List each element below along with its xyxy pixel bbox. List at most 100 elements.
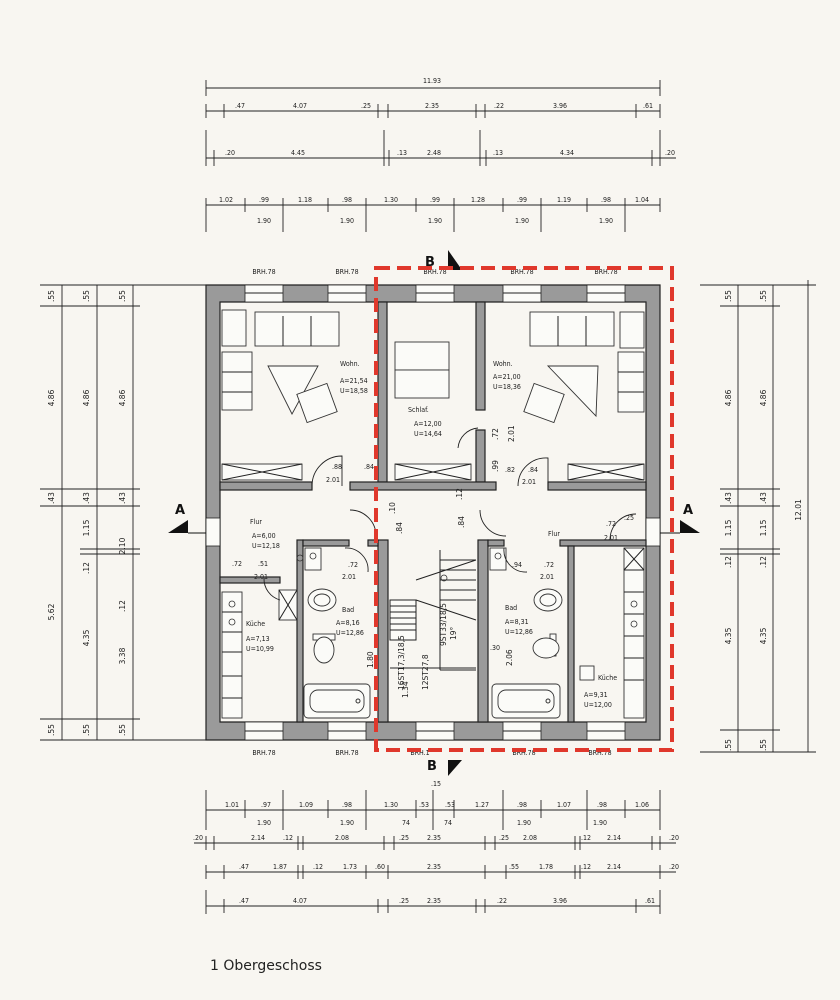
door-label-d6b: 2.01 — [522, 478, 536, 486]
left-dimensions: .55 4.86 .43 5.62 .55 .55 4.86 .43 1.15 … — [40, 284, 206, 741]
dim-bottom-r1-2: 1.09 — [299, 801, 313, 809]
doors — [263, 427, 637, 601]
dim-left-c2-2: .43 — [82, 492, 91, 504]
door-label-d20: 1.34 — [401, 681, 410, 698]
stair-label-3: 9ST33/18,5 — [439, 603, 448, 646]
dim-left-c2-4: .12 — [82, 562, 91, 574]
dim-bottom-r4-7: 1.78 — [539, 863, 553, 871]
dim-bottom-r1-top: .15 — [431, 780, 441, 788]
dim-top-r1-4: .22 — [494, 102, 504, 110]
dim-right-c1-6: .55 — [724, 739, 733, 751]
dim-top-r3-3: .98 — [342, 196, 352, 204]
dim-top-r3-6: 1.28 — [471, 196, 485, 204]
dim-right-c1-4: .12 — [724, 556, 733, 568]
dim-top-r2-3: 2.48 — [427, 149, 441, 157]
room-schlaf-area: A=12,00 — [414, 420, 442, 428]
dim-bottom-r1-6: .53 — [445, 801, 455, 809]
dim-bottom-r3-10: .20 — [669, 834, 679, 842]
dim-right-c2-5: 4.35 — [759, 627, 768, 644]
dim-bottom-r4-1: 1.87 — [273, 863, 287, 871]
section-a-left-arrow — [168, 520, 188, 533]
dim-right-c2-3: 1.15 — [759, 519, 768, 536]
door-label-d1b: 2.01 — [326, 476, 340, 484]
room-flur-left-name: Flur — [250, 518, 262, 526]
dim-bottom-r2-0: 1.90 — [257, 819, 271, 827]
door-label-d11: .84 — [457, 516, 466, 528]
room-bad-left-perimeter: U=12,86 — [336, 629, 364, 637]
dim-bottom-r5-4: .22 — [497, 897, 507, 905]
door-label-d21: .30 — [490, 644, 500, 652]
dim-top-r2-0: .20 — [225, 149, 235, 157]
dim-top-r2-6: .20 — [665, 149, 675, 157]
dim-bottom-r3-9: 2.14 — [607, 834, 621, 842]
door-label-d10: .84 — [395, 522, 404, 534]
brh-bottom-3: BRH.78 — [512, 749, 535, 757]
dim-bottom-r4-5: 2.35 — [427, 863, 441, 871]
bottom-dimensions: .15 1.01 .97 1.09 .98 1.30 .53 .53 1.27 … — [193, 780, 679, 914]
dim-left-c2-5: 4.35 — [82, 629, 91, 646]
dim-bottom-r4-3: 1.73 — [343, 863, 357, 871]
brh-labels: BRH.78 BRH.78 BRH.78 BRH.78 BRH.78 BRH.7… — [252, 268, 617, 757]
door-label-d14: .51 — [258, 560, 268, 568]
dim-bottom-r4-8: .12 — [581, 863, 591, 871]
brh-bottom-4: BRH.78 — [588, 749, 611, 757]
dim-bottom-r4-0: .47 — [239, 863, 249, 871]
dim-left-c2-0: .55 — [82, 290, 91, 302]
dim-top-r1-3: 2.35 — [425, 102, 439, 110]
right-dimensions: .55 4.86 .43 1.15 .12 4.35 .55 .55 4.86 … — [700, 280, 816, 753]
dim-bottom-r2-1: 1.90 — [340, 819, 354, 827]
dim-bottom-r5-0: .47 — [239, 897, 249, 905]
room-wohn-right-area: A=21,00 — [493, 373, 521, 381]
room-bad-right-perimeter: U=12,86 — [505, 628, 533, 636]
dim-bottom-r3-3: 2.08 — [335, 834, 349, 842]
brh-top-0: BRH.78 — [252, 268, 275, 276]
door-label-d9: .10 — [388, 502, 397, 514]
section-markers: A A B B — [168, 250, 700, 776]
dim-bottom-r5-5: 3.96 — [553, 897, 567, 905]
dim-right-overall: 12.01 — [794, 499, 803, 521]
room-wohn-left-area: A=21,54 — [340, 377, 368, 385]
room-kueche-right-name: Küche — [598, 674, 617, 682]
dim-bottom-r1-7: 1.27 — [475, 801, 489, 809]
room-labels: Wohn. A=21,54 U=18,58 Schlaf. A=12,00 U=… — [246, 360, 617, 709]
furniture — [221, 309, 645, 719]
dim-top-r3-5: .99 — [430, 196, 440, 204]
section-b-top-label: B — [425, 255, 435, 270]
dim-overall-width: 11.93 — [423, 77, 441, 85]
dim-right-c1-5: 4.35 — [724, 627, 733, 644]
brh-top-3: BRH.78 — [510, 268, 533, 276]
dim-left-c3-0: .55 — [118, 290, 127, 302]
dim-bottom-r1-10: .98 — [597, 801, 607, 809]
dim-bottom-r2-2: 74 — [402, 819, 410, 827]
door-label-d7b: 2.01 — [604, 534, 618, 542]
door-label-d7: .72 — [606, 520, 616, 528]
dim-bottom-r3-5: 2.35 — [427, 834, 441, 842]
dim-left-c1-3: 5.62 — [47, 603, 56, 620]
dim-bottom-r1-1: .97 — [261, 801, 271, 809]
dim-top-r4-1: 1.90 — [340, 217, 354, 225]
dim-top-r3-2: 1.18 — [298, 196, 312, 204]
dim-left-c3-1: 4.86 — [118, 389, 127, 406]
section-a-left-label: A — [175, 503, 185, 518]
room-wohn-right-name: Wohn. — [493, 360, 513, 368]
room-kueche-left-area: A=7,13 — [246, 635, 270, 643]
dim-top-r4-3: 1.90 — [515, 217, 529, 225]
dim-top-r4-2: 1.90 — [428, 217, 442, 225]
dim-bottom-r3-1: 2.14 — [251, 834, 265, 842]
dim-right-c1-3: 1.15 — [724, 519, 733, 536]
dim-left-c3-2: .43 — [118, 492, 127, 504]
dim-left-c2-1: 4.86 — [82, 389, 91, 406]
dim-left-c3-6: .55 — [118, 724, 127, 736]
plan-caption: 1 Obergeschoss — [210, 958, 322, 974]
brh-top-4: BRH.78 — [594, 268, 617, 276]
dim-top-r3-8: 1.19 — [557, 196, 571, 204]
dim-top-r2-4: .13 — [493, 149, 503, 157]
dim-right-c2-6: .55 — [759, 739, 768, 751]
stair-label-4: 19° — [449, 626, 458, 640]
dim-bottom-r4-10: .20 — [669, 863, 679, 871]
dim-bottom-r1-9: 1.07 — [557, 801, 571, 809]
dim-left-c3-4: .12 — [118, 600, 127, 612]
highlight-dashed-box — [374, 266, 674, 752]
dim-top-r4-4: 1.90 — [599, 217, 613, 225]
dim-bottom-r4-6: .55 — [509, 863, 519, 871]
